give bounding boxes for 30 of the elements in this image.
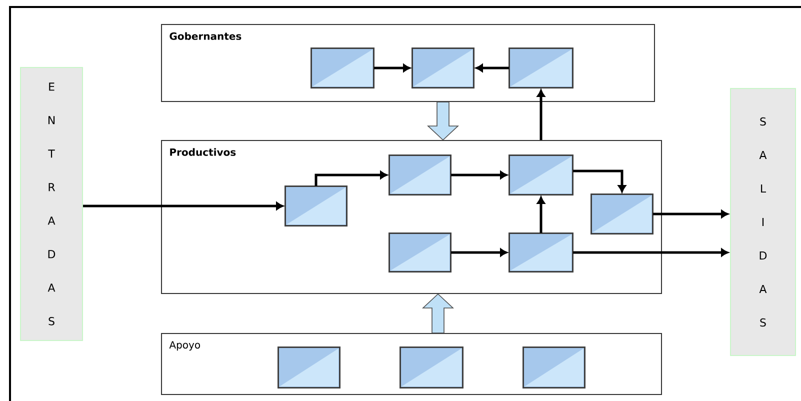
process-box: [388, 232, 452, 272]
process-box: [508, 232, 574, 272]
arrow: [476, 64, 509, 72]
process-box: [508, 154, 574, 196]
arrow: [573, 170, 626, 192]
arrow: [537, 90, 545, 140]
vertical-label-box: S A L I D A S: [730, 88, 796, 356]
arrow: [451, 171, 508, 179]
group-heading: Gobernantes: [170, 32, 242, 40]
arrow: [83, 202, 284, 210]
block-arrow: [427, 102, 460, 141]
process-box: [508, 48, 574, 88]
group-heading: Productivos: [170, 148, 236, 156]
arrow: [573, 248, 728, 256]
process-box: [388, 154, 452, 196]
vertical-label-box: E N T R A D A S: [20, 67, 83, 341]
process-box: [284, 186, 348, 226]
group-heading: Apoyo: [169, 341, 200, 351]
arrow: [537, 196, 545, 233]
arrow: [314, 171, 388, 186]
block-arrow: [422, 293, 454, 334]
process-box: [400, 346, 464, 388]
arrow: [653, 210, 728, 218]
process-box: [310, 48, 374, 88]
process-box: [278, 346, 340, 388]
arrow: [374, 64, 410, 72]
process-box: [412, 48, 474, 88]
process-box: [590, 194, 654, 234]
arrow: [451, 248, 508, 256]
process-box: [522, 346, 586, 388]
